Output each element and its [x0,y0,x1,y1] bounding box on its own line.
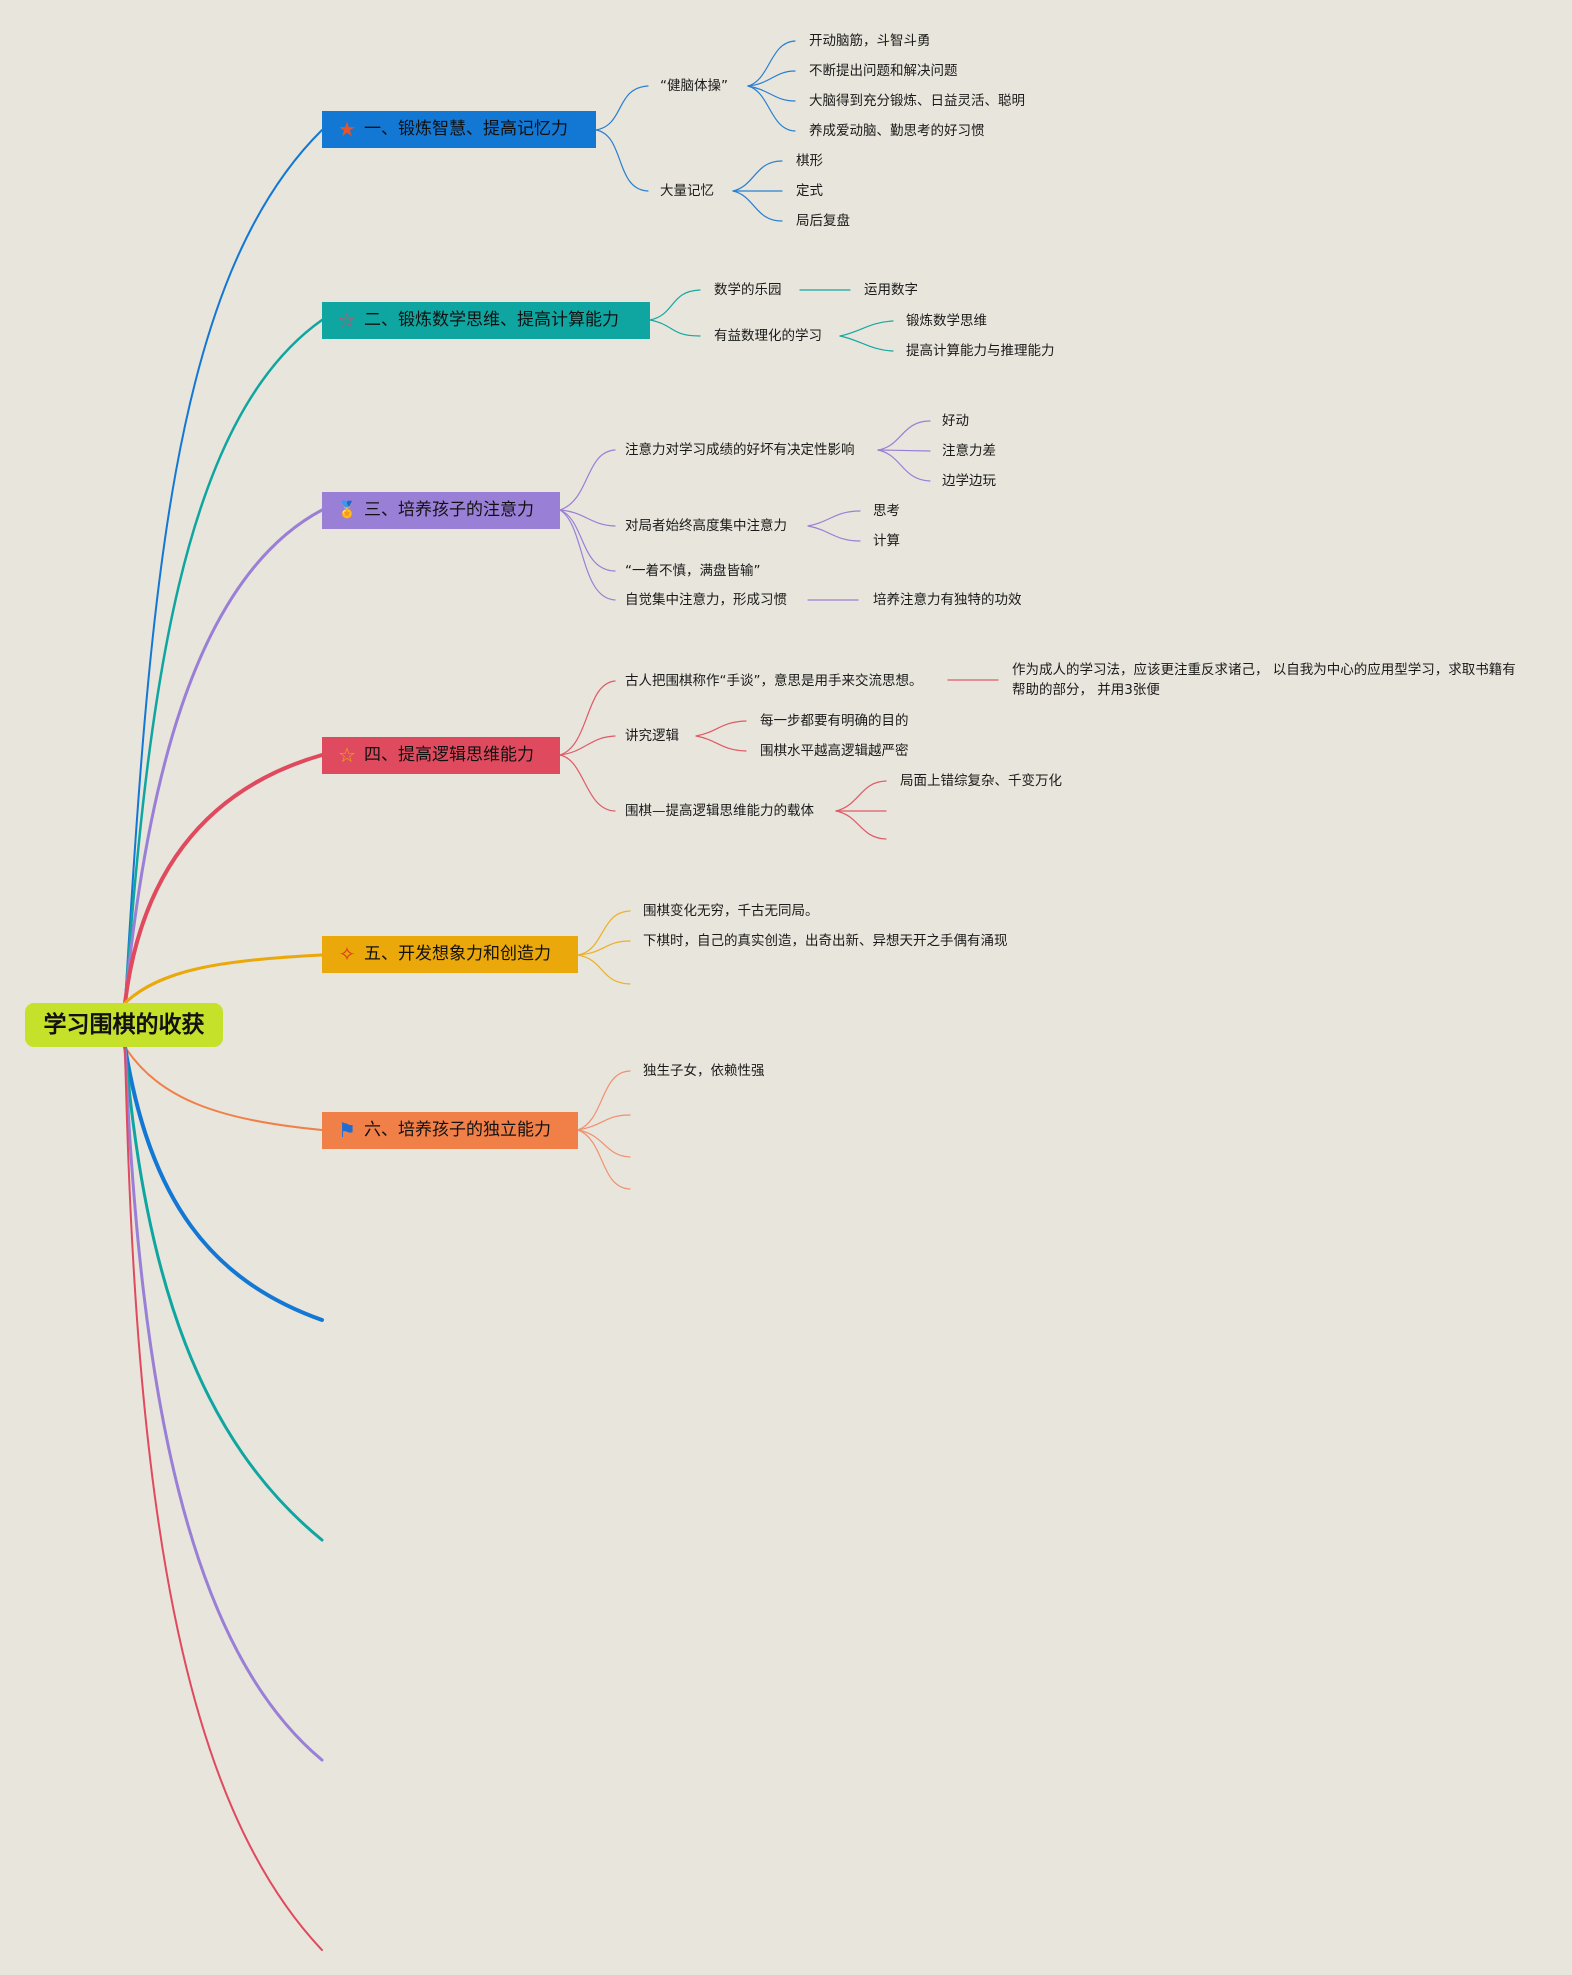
node-b4-a1[interactable]: 作为成人的学习法，应该更注重反求诸己， 以自我为中心的应用型学习，求取书籍有帮助… [1012,662,1516,698]
links-b5 [577,910,631,985]
branch-4-label: 四、提高逻辑思维能力 [364,745,534,765]
node-b4-b1[interactable]: 每一步都要有明确的目的 [760,713,909,729]
branch-1-label: 一、锻炼智慧、提高记忆力 [364,119,568,139]
branch-5[interactable]: ✧ 五、开发想象力和创造力 [322,936,578,973]
links-b3 [559,420,931,601]
links-b6 [577,1070,631,1190]
node-b2-b[interactable]: 有益数理化的学习 [714,328,822,344]
node-b2-a1[interactable]: 运用数字 [864,282,918,298]
node-b6-a[interactable]: 独生子女，依赖性强 [643,1063,765,1079]
award-ribbon-icon: 🏅 [337,500,357,519]
branch-6-label: 六、培养孩子的独立能力 [364,1120,551,1140]
node-b3-b1[interactable]: 思考 [873,503,900,519]
flag-icon: ⚑ [338,1118,356,1142]
node-b3-a1[interactable]: 好动 [942,413,969,429]
branch-6[interactable]: ⚑ 六、培养孩子的独立能力 [322,1112,578,1149]
node-b2-b2[interactable]: 提高计算能力与推理能力 [906,343,1055,359]
node-b3-b[interactable]: 对局者始终高度集中注意力 [625,518,787,534]
node-b1-a3[interactable]: 大脑得到充分锻炼、日益灵活、聪明 [809,93,1025,109]
link-root-extra-red [124,1046,323,1951]
node-b3-a[interactable]: 注意力对学习成绩的好坏有决定性影响 [625,442,855,458]
link-root-b4 [123,753,324,1005]
branch-1[interactable]: ★ 一、锻炼智慧、提高记忆力 [322,111,596,148]
star-outline-icon: ☆ [338,308,356,332]
node-b5-b[interactable]: 下棋时，自己的真实创造，出奇出新、异想天开之手偶有涌现 [643,933,1008,949]
node-b4-b[interactable]: 讲究逻辑 [625,728,679,744]
link-root-extra-blue [123,1045,324,1322]
branch-4[interactable]: ☆ 四、提高逻辑思维能力 [322,737,560,774]
node-b1-b2[interactable]: 定式 [796,183,823,199]
node-b1-a[interactable]: “健脑体操” [660,78,728,94]
node-b1-b3[interactable]: 局后复盘 [796,213,850,229]
branch-5-label: 五、开发想象力和创造力 [364,944,551,964]
node-b1-b1[interactable]: 棋形 [796,153,823,169]
node-b3-d1[interactable]: 培养注意力有独特的功效 [873,592,1022,608]
links-b1 [595,40,796,222]
star-filled-icon: ★ [338,117,356,141]
branch-2[interactable]: ☆ 二、锻炼数学思维、提高计算能力 [322,302,650,339]
link-root-extra-teal [123,1045,324,1542]
node-b3-d[interactable]: 自觉集中注意力，形成习惯 [625,592,787,608]
node-b3-c[interactable]: “一着不慎，满盘皆输” [625,563,761,579]
node-b1-b[interactable]: 大量记忆 [660,183,714,199]
node-b3-a2[interactable]: 注意力差 [942,443,996,459]
node-b1-a1[interactable]: 开动脑筋，斗智斗勇 [809,33,931,49]
sparkle-icon: ✧ [338,942,356,966]
link-root-b1 [124,129,323,1004]
branch-2-label: 二、锻炼数学思维、提高计算能力 [364,310,619,330]
node-b4-b2[interactable]: 围棋水平越高逻辑越严密 [760,743,909,759]
link-root-b3 [123,508,324,1005]
branch-3[interactable]: 🏅 三、培养孩子的注意力 [322,492,560,529]
node-b2-a[interactable]: 数学的乐园 [714,282,782,298]
node-b1-a2[interactable]: 不断提出问题和解决问题 [809,63,958,79]
links-b2 [649,289,894,352]
node-b5-a[interactable]: 围棋变化无穷，千古无同局。 [643,903,819,919]
link-root-b6 [124,1046,323,1131]
node-b3-a3[interactable]: 边学边玩 [942,473,996,489]
link-root-b2 [123,318,324,1005]
node-b4-c[interactable]: 围棋—提高逻辑思维能力的载体 [625,803,814,819]
links-b4 [559,679,999,840]
branch-3-label: 三、培养孩子的注意力 [364,500,534,520]
node-b4-c1[interactable]: 局面上错综复杂、千变万化 [900,773,1062,789]
link-root-extra-purple [123,1045,324,1762]
star-outline-icon: ☆ [338,743,356,767]
node-b2-b1[interactable]: 锻炼数学思维 [906,313,987,329]
node-b1-a4[interactable]: 养成爱动脑、勤思考的好习惯 [809,123,985,139]
node-b4-a[interactable]: 古人把围棋称作“手谈”，意思是用手来交流思想。 [625,673,923,689]
node-b3-b2[interactable]: 计算 [873,533,900,549]
root-topic[interactable]: 学习围棋的收获 [25,1003,223,1047]
link-root-b5 [123,953,324,1005]
